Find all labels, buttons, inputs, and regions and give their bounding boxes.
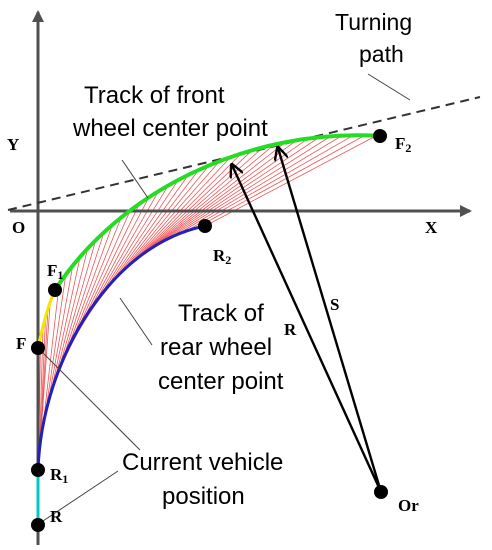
point-r2-marker <box>198 219 212 233</box>
connector-line <box>185 134 354 232</box>
turning-path-label-line2: path <box>359 41 404 67</box>
current-position-label-line1: Current vehicle <box>122 449 283 476</box>
point-r2-label: R2 <box>213 246 231 267</box>
connector-line <box>142 139 297 255</box>
front-track-label-line2: wheel center point <box>72 115 268 142</box>
front-track-leader <box>121 159 149 199</box>
turning-path-label-line1: Turning <box>335 9 412 35</box>
point-or-marker <box>374 485 388 499</box>
connector-line <box>167 135 331 240</box>
vector-r-arrow <box>232 165 383 493</box>
point-f2-marker <box>373 129 387 143</box>
front-track-label-line1: Track of front <box>84 82 225 109</box>
x-axis-label: X <box>425 218 438 237</box>
point-or-label: Or <box>398 496 419 515</box>
point-f1-label: F1 <box>47 261 63 282</box>
point-r-label: R <box>50 507 63 526</box>
connector-line <box>195 135 366 229</box>
rear-wheel-track <box>36 224 206 471</box>
point-f-marker <box>31 341 45 355</box>
rear-track-label-line2: rear wheel <box>160 334 272 361</box>
point-r1-label: R1 <box>50 465 68 486</box>
point-f2-label: F2 <box>395 134 411 155</box>
current-pos-leader-f <box>39 349 141 451</box>
vector-r-label: R <box>284 320 297 339</box>
connector-line <box>158 136 320 244</box>
front-wheel-track <box>53 133 381 292</box>
rear-track-leader <box>119 297 153 346</box>
current-pos-leader-r <box>39 470 119 524</box>
origin-label: O <box>12 218 25 237</box>
rear-track-label-line1: Track of <box>178 300 264 327</box>
rear-track-label-line3: center point <box>158 368 284 395</box>
y-axis-label: Y <box>7 135 19 154</box>
point-r-marker <box>31 518 45 532</box>
point-f1-marker <box>48 283 62 297</box>
connector-line <box>176 135 343 236</box>
point-r1-marker <box>31 463 45 477</box>
connector-line <box>150 138 309 250</box>
vector-s-arrow <box>278 148 383 493</box>
current-position-label-line2: position <box>162 483 245 510</box>
connector-line <box>134 141 286 261</box>
point-f-label: F <box>16 334 26 353</box>
vector-s-label: S <box>330 295 339 314</box>
turning-path-leader <box>367 73 411 101</box>
